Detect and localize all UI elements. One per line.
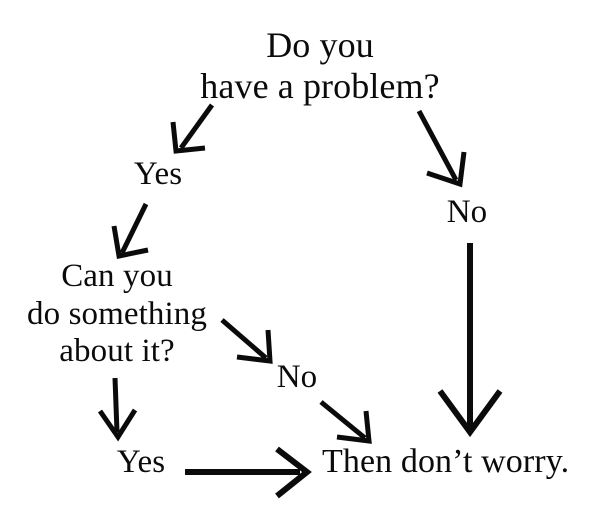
node-yes-top-label: Yes bbox=[133, 156, 183, 192]
edge-action-to-no-arrow bbox=[220, 318, 273, 364]
node-action: Can you do something about it? bbox=[27, 258, 207, 370]
edge-question-to-yes-arrow bbox=[170, 103, 215, 154]
node-yes-bottom: Yes bbox=[116, 444, 166, 481]
edge-question-to-no-arrow bbox=[416, 109, 467, 188]
node-yes-top: Yes bbox=[133, 156, 183, 193]
node-no-mid: No bbox=[276, 359, 318, 396]
node-action-line-2: do something bbox=[27, 295, 207, 332]
edge-yes-bottom-to-outcome-arrow bbox=[185, 446, 312, 499]
node-question-line-1: Do you bbox=[266, 25, 374, 65]
node-action-line-1: Can you bbox=[61, 258, 173, 294]
node-question-line-2: have a problem? bbox=[200, 65, 440, 106]
node-no-top-label: No bbox=[446, 194, 488, 230]
edge-no-mid-to-outcome-arrow bbox=[319, 400, 372, 444]
node-outcome: Then don’t worry. bbox=[322, 443, 570, 481]
node-question: Do you have a problem? bbox=[200, 26, 439, 106]
edge-yes-to-action-arrow bbox=[111, 202, 149, 259]
node-yes-bottom-label: Yes bbox=[116, 444, 166, 480]
edge-action-to-yes-arrow bbox=[97, 377, 138, 442]
node-no-top: No bbox=[446, 194, 488, 231]
node-action-line-3: about it? bbox=[59, 333, 175, 370]
node-outcome-label: Then don’t worry. bbox=[322, 443, 570, 480]
edge-no-to-outcome-arrow bbox=[437, 243, 503, 438]
node-no-mid-label: No bbox=[276, 359, 318, 395]
